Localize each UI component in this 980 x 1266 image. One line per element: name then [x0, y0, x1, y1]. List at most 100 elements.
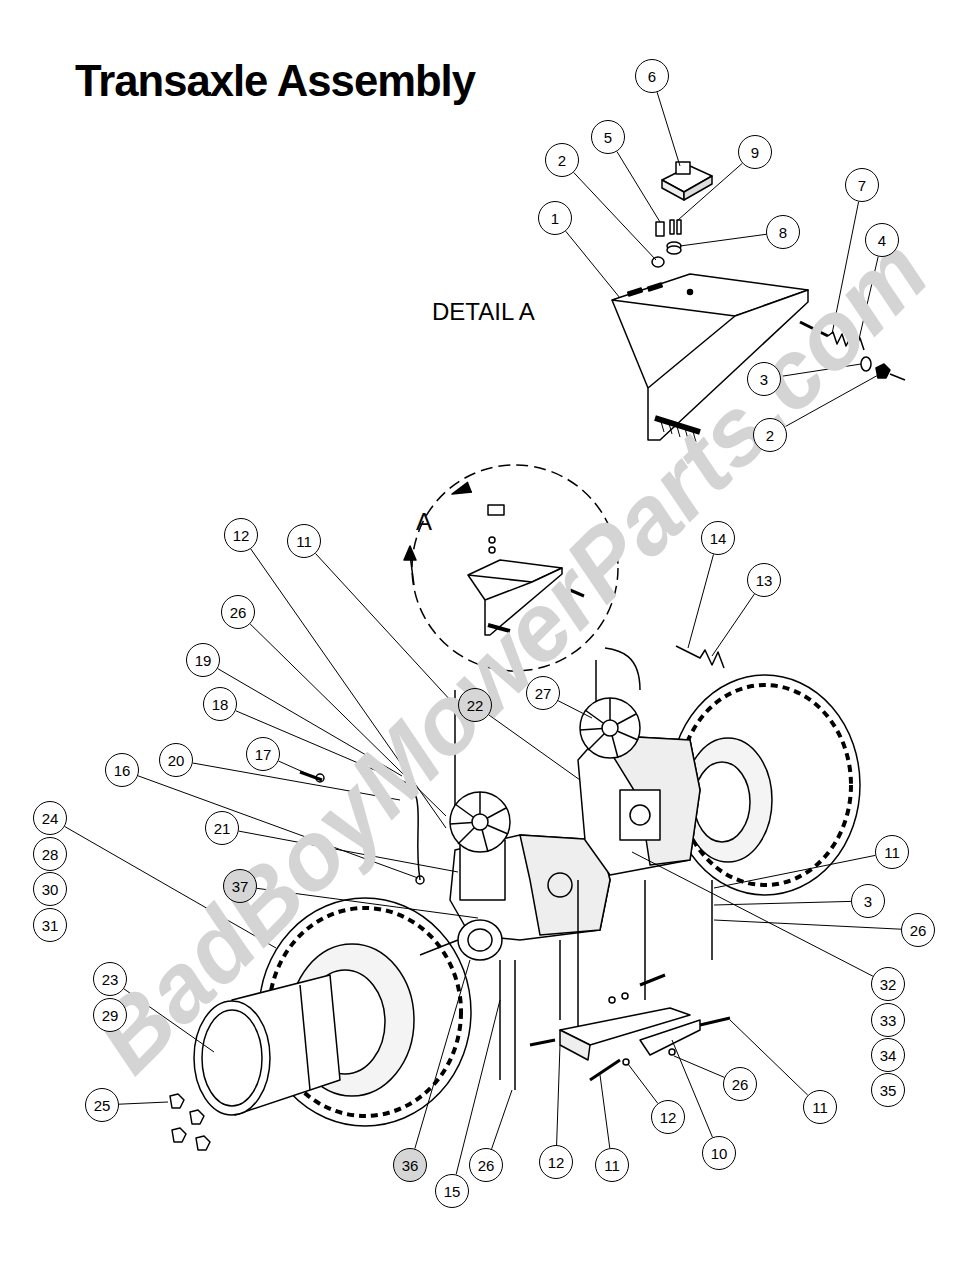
switch-part [662, 162, 712, 200]
callout-number: 7 [845, 168, 879, 202]
callout-number: 32 [871, 967, 905, 1001]
leader-line [236, 711, 398, 780]
callout-number: 23 [93, 962, 127, 996]
leader-line [65, 827, 276, 949]
callout-text: 21 [214, 821, 231, 836]
lug-nuts [170, 1094, 210, 1150]
leader-line [489, 715, 580, 780]
callout-text: 11 [812, 1100, 828, 1115]
callout-text: 29 [102, 1008, 119, 1023]
callout-text: 12 [548, 1155, 565, 1170]
callout-text: 33 [880, 1013, 897, 1028]
leader-line [250, 624, 446, 816]
leader-line [566, 231, 620, 298]
callout-text: 9 [751, 145, 759, 160]
leader-line [257, 888, 478, 918]
callout-number: 31 [33, 908, 67, 942]
callout-text: 6 [648, 69, 656, 84]
callout-text: 3 [864, 894, 872, 909]
callout-number: 16 [105, 753, 139, 787]
leader-line [657, 92, 680, 166]
callout-text: 35 [880, 1083, 897, 1098]
leader-line [251, 549, 446, 828]
callout-text: 11 [884, 845, 900, 860]
callout-text: 3 [760, 372, 768, 387]
callout-text: 5 [604, 130, 612, 145]
callout-number: 12 [651, 1100, 685, 1134]
leader-line [492, 1090, 512, 1149]
callout-text: 31 [42, 918, 59, 933]
callout-text: 11 [296, 534, 312, 549]
leader-line [712, 594, 754, 656]
leader-line [617, 152, 660, 223]
callout-number: 20 [159, 743, 193, 777]
callout-text: 23 [102, 972, 119, 987]
leader-line [193, 763, 400, 800]
leader-line [714, 855, 875, 888]
callout-number: 3 [851, 884, 885, 918]
leader-line [557, 1045, 560, 1145]
callout-number: 12 [539, 1145, 573, 1179]
callout-number: 5 [591, 120, 625, 154]
callout-text: 26 [478, 1158, 495, 1173]
callout-number: 4 [865, 223, 899, 257]
leader-line [785, 374, 880, 427]
callout-number: 26 [901, 913, 935, 947]
callout-number: 24 [33, 801, 67, 835]
leader-line [316, 554, 453, 703]
callout-number: 22 [458, 688, 492, 722]
leader-line [856, 257, 878, 352]
callout-text: 13 [756, 573, 773, 588]
leader-line [714, 920, 901, 929]
callout-text: 17 [255, 747, 272, 762]
callout-text: 8 [779, 225, 787, 240]
leader-line [456, 1000, 500, 1175]
callout-text: 34 [880, 1048, 897, 1063]
callout-text: 1 [551, 211, 559, 226]
small-hardware [652, 220, 681, 267]
callout-number: 6 [635, 59, 669, 93]
callout-number: 8 [766, 215, 800, 249]
callout-number: 1 [538, 201, 572, 235]
detail-circle [412, 465, 618, 671]
callout-text: 20 [168, 753, 185, 768]
leader-line [628, 1064, 658, 1103]
leader-line [632, 852, 873, 976]
leader-line [688, 554, 714, 648]
callout-number: 18 [203, 687, 237, 721]
callout-number: 12 [224, 518, 258, 552]
callout-text: 26 [910, 923, 927, 938]
callout-text: 19 [195, 653, 212, 668]
callout-number: 11 [803, 1090, 837, 1124]
detail-arrow [404, 546, 416, 585]
callout-number: 11 [875, 835, 909, 869]
control-rod [300, 772, 424, 884]
callout-text: 26 [230, 605, 247, 620]
callout-text: 12 [233, 528, 250, 543]
callout-number: 27 [526, 676, 560, 710]
callout-number: 30 [33, 872, 67, 906]
callout-text: 14 [710, 531, 727, 546]
cooling-fan [450, 792, 510, 852]
callout-text: 7 [858, 178, 866, 193]
callout-text: 30 [42, 882, 59, 897]
callout-text: 18 [212, 697, 229, 712]
callout-text: 32 [880, 977, 897, 992]
callout-number: 11 [287, 524, 321, 558]
callout-number: 26 [221, 595, 255, 629]
right-transaxle [578, 648, 712, 1030]
callout-number: 35 [871, 1073, 905, 1107]
leader-line [678, 163, 742, 220]
callout-number: 37 [223, 869, 257, 903]
callout-text: 26 [732, 1077, 749, 1092]
leader-line [600, 1075, 610, 1148]
callout-text: 28 [42, 847, 59, 862]
callout-number: 26 [723, 1067, 757, 1101]
leader-line [730, 1020, 808, 1095]
callout-text: 11 [604, 1158, 620, 1173]
detail-thumbnail [468, 505, 584, 635]
callout-text: 25 [94, 1098, 111, 1113]
callout-number: 2 [545, 143, 579, 177]
leader-line [279, 761, 313, 776]
